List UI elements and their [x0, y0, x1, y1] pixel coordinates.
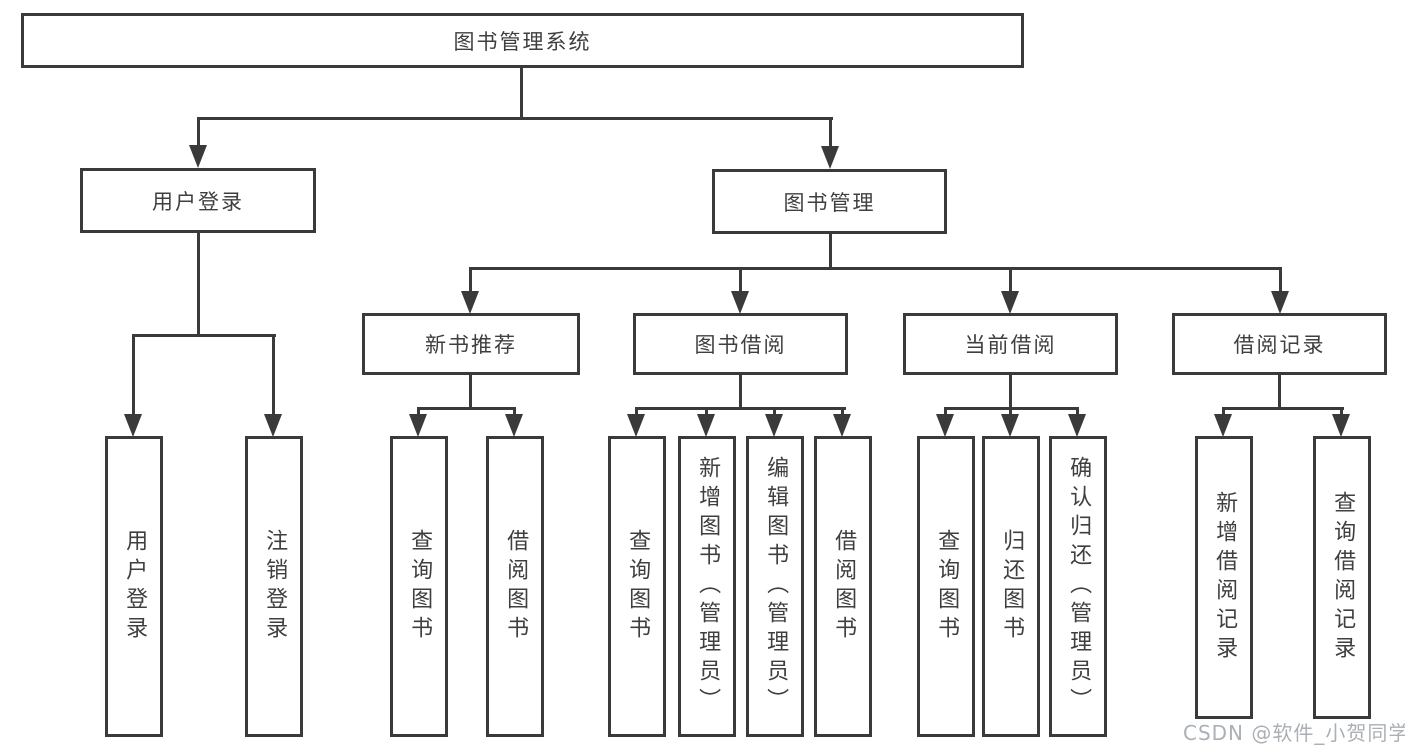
node-borrowing-records: 借阅记录: [1172, 313, 1387, 375]
node-label: 图书管理系统: [453, 29, 592, 54]
leaf-borrow-books-recommend: 借阅图书: [486, 436, 544, 737]
arrowhead-icon: [124, 414, 142, 437]
arrowhead-icon: [189, 145, 207, 168]
arrowhead-icon: [821, 146, 839, 169]
connector-line: [1278, 375, 1281, 410]
connector-line: [944, 407, 947, 417]
leaf-label: 查询图书: [407, 528, 433, 645]
arrowhead-icon: [1001, 414, 1019, 437]
leaf-label: 编辑图书（管理员）: [763, 456, 789, 717]
arrowhead-icon: [765, 414, 783, 437]
leaf-label: 查询图书: [625, 528, 651, 645]
arrowhead-icon: [1332, 414, 1350, 437]
arrowhead-icon: [1068, 414, 1086, 437]
arrowhead-icon: [697, 414, 715, 437]
connector-line: [1009, 407, 1012, 417]
node-label: 用户登录: [152, 189, 244, 214]
connector-line: [469, 267, 472, 294]
arrowhead-icon: [1214, 414, 1232, 437]
connector-line: [469, 375, 472, 410]
node-library-management-system: 图书管理系统: [21, 13, 1024, 68]
arrowhead-icon: [627, 414, 645, 437]
leaf-logout-login: 注销登录: [245, 436, 303, 737]
connector-line: [197, 117, 200, 149]
leaf-borrow-books-borrowing: 借阅图书: [814, 436, 872, 737]
connector-line: [132, 334, 276, 337]
connector-line: [1222, 407, 1225, 417]
connector-line: [1340, 407, 1343, 417]
arrowhead-icon: [936, 414, 954, 437]
connector-line: [417, 407, 420, 417]
connector-line: [469, 267, 1282, 270]
connector-line: [132, 334, 135, 416]
connector-line: [739, 375, 742, 410]
arrowhead-icon: [1001, 291, 1019, 314]
connector-line: [829, 117, 832, 149]
connector-line: [1279, 267, 1282, 294]
connector-line: [1222, 407, 1344, 410]
node-label: 图书借阅: [694, 333, 787, 357]
connector-line: [1076, 407, 1079, 417]
node-book-borrowing: 图书借阅: [633, 313, 848, 375]
leaf-label: 确认归还（管理员）: [1066, 456, 1092, 717]
arrowhead-icon: [409, 414, 427, 437]
leaf-label: 注销登录: [262, 528, 288, 645]
node-label: 新书推荐: [425, 333, 517, 357]
leaf-label: 查询借阅记录: [1330, 490, 1356, 665]
leaf-label: 新增借阅记录: [1212, 490, 1238, 665]
leaf-edit-books-admin: 编辑图书（管理员）: [746, 436, 804, 737]
connector-line: [705, 407, 708, 417]
node-book-management: 图书管理: [712, 169, 947, 234]
node-label: 借阅记录: [1233, 333, 1326, 357]
arrowhead-icon: [264, 414, 282, 437]
leaf-label: 借阅图书: [831, 528, 857, 645]
leaf-query-books-current: 查询图书: [917, 436, 975, 737]
arrowhead-icon: [731, 291, 749, 314]
leaf-label: 用户登录: [122, 528, 148, 645]
arrowhead-icon: [461, 291, 479, 314]
leaf-query-books-recommend: 查询图书: [390, 436, 448, 737]
connector-line: [417, 407, 516, 410]
csdn-watermark: CSDN @软件_小贺同学: [1183, 721, 1405, 745]
leaf-user-login: 用户登录: [105, 436, 163, 737]
leaf-query-borrow-record: 查询借阅记录: [1313, 436, 1371, 719]
node-new-book-recommend: 新书推荐: [362, 313, 580, 375]
leaf-query-books-borrowing: 查询图书: [608, 436, 666, 737]
connector-line: [635, 407, 638, 417]
leaf-add-borrow-record: 新增借阅记录: [1195, 436, 1253, 719]
node-label: 当前借阅: [964, 333, 1057, 357]
connector-line: [197, 233, 200, 337]
connector-line: [1009, 267, 1012, 294]
connector-line: [773, 407, 776, 417]
leaf-label: 新增图书（管理员）: [695, 456, 721, 717]
leaf-add-books-admin: 新增图书（管理员）: [678, 436, 736, 737]
arrowhead-icon: [505, 414, 523, 437]
leaf-confirm-return-admin: 确认归还（管理员）: [1049, 436, 1107, 737]
connector-line: [829, 234, 832, 270]
connector-line: [739, 267, 742, 294]
connector-line: [1009, 375, 1012, 410]
arrowhead-icon: [833, 414, 851, 437]
leaf-return-books: 归还图书: [982, 436, 1040, 737]
connector-line: [841, 407, 844, 417]
node-label: 图书管理: [783, 190, 876, 215]
leaf-label: 借阅图书: [503, 528, 529, 645]
connector-line: [513, 407, 516, 417]
node-current-borrowing: 当前借阅: [903, 313, 1118, 375]
leaf-label: 归还图书: [999, 528, 1025, 645]
node-user-login: 用户登录: [80, 168, 316, 233]
arrowhead-icon: [1271, 291, 1289, 314]
connector-line: [272, 334, 275, 416]
connector-line: [197, 117, 833, 120]
connector-line: [520, 68, 523, 120]
connector-line: [635, 407, 846, 410]
leaf-label: 查询图书: [934, 528, 960, 645]
